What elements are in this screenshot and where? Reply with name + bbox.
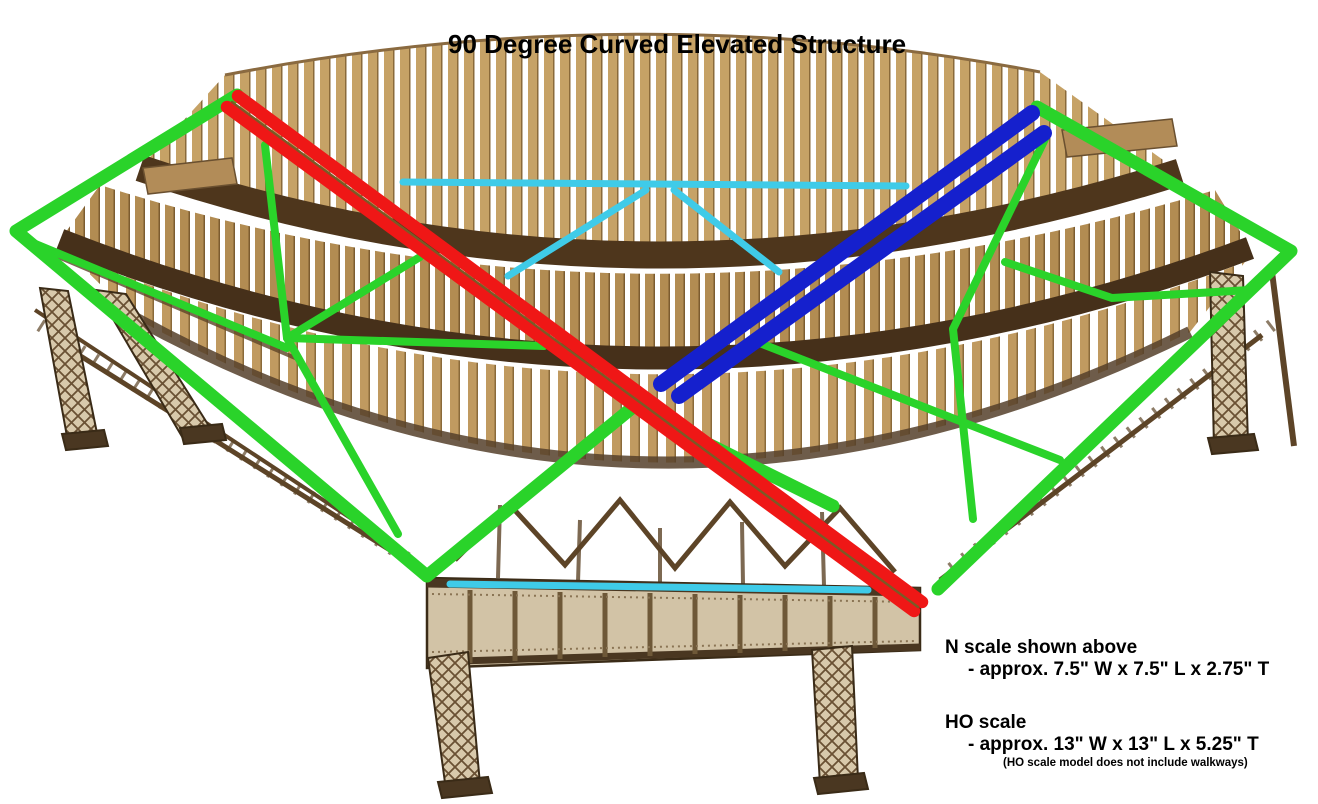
front-left-foot xyxy=(436,775,494,800)
green-brace-line xyxy=(29,239,291,352)
blue-line-outer xyxy=(653,105,1040,392)
upper-fascia-beam xyxy=(135,155,1185,269)
green-perimeter-left xyxy=(9,88,434,583)
front-left-leg xyxy=(426,650,482,792)
walkway-plank-right xyxy=(1061,118,1178,158)
n-scale-dimensions: - approx. 7.5" W x 7.5" L x 2.75" T xyxy=(968,659,1270,680)
right-corner-strut xyxy=(1269,271,1297,447)
overlay-cyan-lines xyxy=(399,178,910,594)
green-brace-line xyxy=(283,334,402,538)
cyan-top-span-line xyxy=(399,178,910,190)
right-corner-foot xyxy=(1206,432,1260,456)
ho-scale-note: (HO scale model does not include walkway… xyxy=(1003,757,1248,769)
left-rear-leg xyxy=(38,286,100,444)
green-perimeter-right xyxy=(931,100,1298,596)
front-right-leg xyxy=(810,644,860,786)
notes-spacer xyxy=(945,681,1269,712)
ho-scale-heading: HO scale xyxy=(945,712,1027,733)
green-brace-line xyxy=(753,338,1064,464)
overlay-red-lines xyxy=(220,89,929,618)
red-line-upper xyxy=(231,89,929,609)
green-brace-line xyxy=(283,253,424,342)
blue-line-inner xyxy=(671,125,1052,404)
front-right-foot xyxy=(812,771,870,796)
left-rear-foot xyxy=(60,428,110,452)
lower-fascia-beam xyxy=(55,229,1255,370)
green-brace-line xyxy=(1001,258,1254,303)
front-chord-beam xyxy=(132,312,1193,469)
green-brace-line xyxy=(261,141,291,342)
green-main-brace-left xyxy=(420,400,640,583)
green-brace-line xyxy=(949,135,1049,333)
left-front-foot xyxy=(178,422,228,446)
overlay-green-thin-lines xyxy=(29,135,1254,538)
cyan-girder-line xyxy=(446,580,872,594)
green-brace-line xyxy=(283,334,548,350)
cyan-diagonal-left xyxy=(504,186,650,280)
red-centerline xyxy=(230,100,920,609)
figure-title: 90 Degree Curved Elevated Structure xyxy=(448,29,907,59)
deck-top-edge xyxy=(224,32,1041,77)
cyan-diagonal-right xyxy=(670,186,783,276)
walkway-plank-left xyxy=(142,157,238,195)
red-line-lower xyxy=(220,100,921,618)
scale-notes: N scale shown above - approx. 7.5" W x 7… xyxy=(945,637,1269,771)
overlay-blue-lines xyxy=(653,105,1052,404)
ho-scale-dimensions: - approx. 13" W x 13" L x 5.25" T xyxy=(968,734,1259,755)
n-scale-heading: N scale shown above xyxy=(945,637,1138,658)
overlay-green-perimeter-lines xyxy=(9,88,1298,596)
deck-middle-ties xyxy=(60,185,1250,359)
